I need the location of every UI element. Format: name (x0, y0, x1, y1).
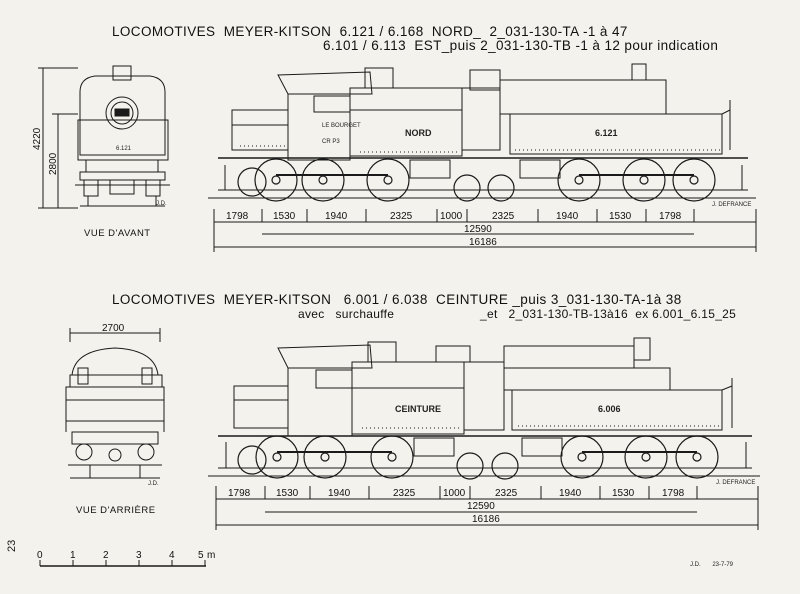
scale-tick-0: 0 (37, 550, 43, 561)
bottom-side-view: CEINTURE 6.006 J. DEFRANCE (208, 337, 760, 486)
front-signature: J.D. (156, 201, 167, 207)
bottom-dim-9: 1798 (662, 488, 685, 499)
height-total-dim: 4220 (32, 127, 43, 150)
bottom-dim-8: 1530 (612, 488, 635, 499)
bottom-dimension-chain: 1798 1530 1940 2325 1000 2325 1940 1530 … (215, 486, 759, 530)
top-dimension-chain: 1798 1530 1940 2325 1000 2325 1940 1530 … (213, 209, 757, 252)
bottom-dim-1: 1798 (228, 488, 251, 499)
bottom-dim-7: 1940 (559, 488, 582, 499)
rear-view-drawing: 2700 J.D. (65, 323, 165, 487)
top-wheelbase-dim: 12590 (464, 224, 492, 235)
top-overall-dim: 16186 (469, 237, 497, 248)
scale-tick-1: 1 (70, 550, 76, 561)
bottom-subtitle-right: _et 2_031-130-TB-13à16 ex 6.001_6.15_25 (480, 307, 737, 321)
top-side-view: NORD 6.121 LE BOURGET CR P3 J. DEFRANCE (208, 63, 756, 208)
rear-width-dim: 2700 (102, 323, 125, 334)
scale-bar: 0 1 2 3 4 5 m (37, 550, 215, 567)
rear-view-label: VUE D'ARRIÈRE (76, 505, 156, 516)
top-dim-1: 1798 (226, 211, 249, 222)
top-dim-7: 1940 (556, 211, 579, 222)
bottom-tank-right-number: 6.006 (598, 404, 621, 414)
top-dim-4: 2325 (390, 211, 413, 222)
top-dim-2: 1530 (273, 211, 296, 222)
top-dim-6: 2325 (492, 211, 515, 222)
top-title-line1: LOCOMOTIVES MEYER-KITSON 6.121 / 6.168 N… (112, 24, 628, 39)
scale-tick-5: 5 (198, 550, 204, 561)
scale-tick-4: 4 (169, 550, 175, 561)
scale-tick-2: 2 (103, 550, 109, 561)
bottom-dim-3: 1940 (328, 488, 351, 499)
front-view-label: VUE D'AVANT (84, 228, 151, 239)
top-dim-9: 1798 (659, 211, 682, 222)
front-number-plate: 6.121 (116, 146, 132, 152)
footer-date: J.D. 23-7-79 (690, 562, 734, 568)
bottom-subtitle-left: avec surchauffe (298, 307, 395, 321)
scale-tick-3: 3 (136, 550, 142, 561)
top-tank-right-number: 6.121 (595, 128, 618, 138)
top-dim-5: 1000 (440, 211, 463, 222)
bottom-dim-5: 1000 (443, 488, 466, 499)
top-tank-left-name: NORD (405, 128, 432, 138)
height-axis-dim: 2800 (48, 152, 59, 175)
bottom-credit: J. DEFRANCE (716, 480, 755, 486)
front-view-drawing: 4220 2800 6.121 J.D. (32, 65, 170, 209)
top-credit: J. DEFRANCE (712, 202, 751, 208)
bottom-dim-2: 1530 (276, 488, 299, 499)
bottom-overall-dim: 16186 (472, 514, 500, 525)
bottom-dim-4: 2325 (393, 488, 416, 499)
top-cab-text-1: LE BOURGET (322, 123, 361, 129)
scale-unit: m (207, 550, 215, 561)
bottom-dim-6: 2325 (495, 488, 518, 499)
bottom-wheelbase-dim: 12590 (467, 501, 495, 512)
rear-signature: J.D. (148, 481, 159, 487)
top-dim-3: 1940 (325, 211, 348, 222)
top-title-line2: 6.101 / 6.113 EST_puis 2_031-130-TB -1 à… (323, 38, 719, 53)
bottom-title: LOCOMOTIVES MEYER-KITSON 6.001 / 6.038 C… (112, 292, 682, 307)
top-cab-text-2: CR P3 (322, 139, 340, 145)
top-dim-8: 1530 (609, 211, 632, 222)
bottom-tank-left-name: CEINTURE (395, 404, 441, 414)
